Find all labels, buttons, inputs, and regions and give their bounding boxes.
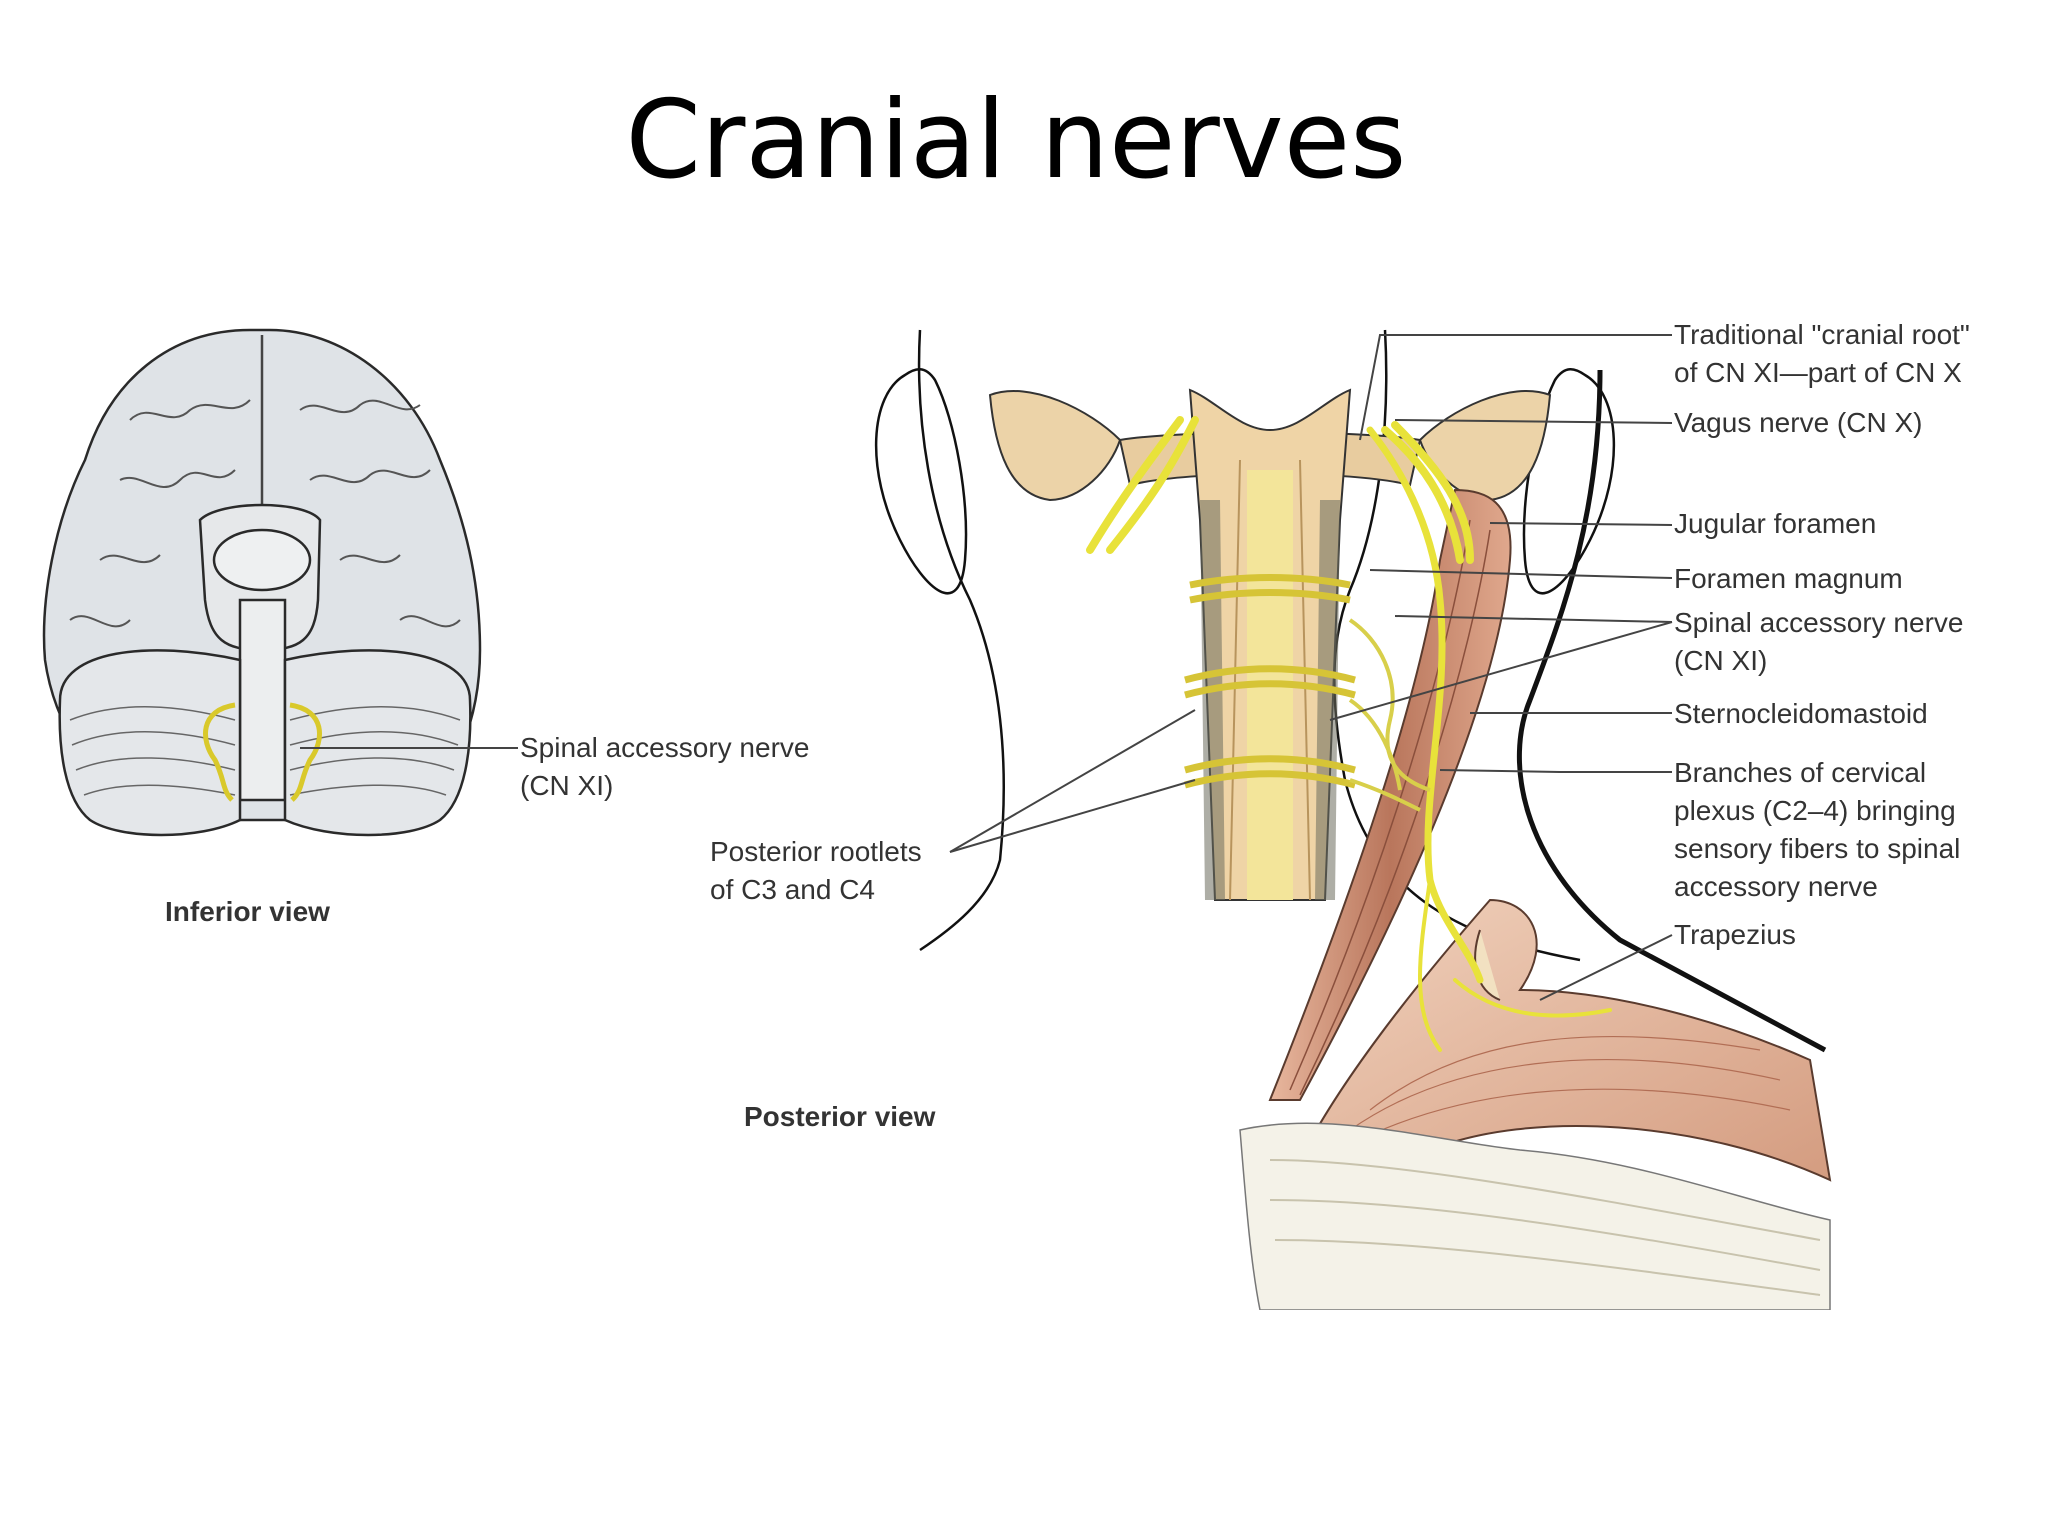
label-spinal-accessory-posterior: Spinal accessory nerve (CN XI) bbox=[1674, 604, 1963, 680]
label-posterior-rootlets: Posterior rootlets of C3 and C4 bbox=[710, 833, 922, 909]
label-line: Traditional "cranial root" bbox=[1674, 319, 1970, 350]
posterior-view-caption: Posterior view bbox=[744, 1101, 936, 1132]
label-line: Posterior rootlets bbox=[710, 836, 922, 867]
inferior-view-caption: Inferior view bbox=[165, 896, 330, 927]
anatomy-illustration bbox=[42, 328, 1832, 1310]
back-skin-region bbox=[1239, 1122, 1831, 1310]
cn-xi-and-vagus-nerves bbox=[1086, 416, 1612, 1052]
label-line: (CN XI) bbox=[520, 770, 614, 801]
label-line: sensory fibers to spinal bbox=[1674, 833, 1961, 864]
label-spinal-accessory-inferior: Spinal accessory nerve (CN XI) bbox=[520, 729, 809, 805]
label-line: Spinal accessory nerve bbox=[520, 732, 810, 763]
cervical-plexus-branches bbox=[1348, 618, 1431, 812]
brain-inferior-view bbox=[42, 328, 482, 837]
label-trapezius: Trapezius bbox=[1674, 919, 1796, 950]
label-line: Spinal accessory nerve bbox=[1674, 607, 1964, 638]
label-jugular-foramen: Jugular foramen bbox=[1674, 508, 1877, 539]
anatomy-figure: Spinal accessory nerve (CN XI) Inferior … bbox=[0, 300, 2048, 1310]
ear-outlines bbox=[875, 368, 1615, 595]
label-cervical-plexus: Branches of cervical plexus (C2–4) bring… bbox=[1674, 754, 1960, 906]
label-line: accessory nerve bbox=[1674, 871, 1878, 902]
label-vagus-nerve: Vagus nerve (CN X) bbox=[1674, 407, 1923, 438]
label-line: of C3 and C4 bbox=[710, 874, 875, 905]
label-line: of CN XI—part of CN X bbox=[1674, 357, 1962, 388]
slide-title: Cranial nerves bbox=[625, 78, 1407, 203]
label-foramen-magnum: Foramen magnum bbox=[1674, 563, 1903, 594]
label-pointer-lines bbox=[949, 334, 1673, 1001]
label-cranial-root: Traditional "cranial root" of CN XI—part… bbox=[1674, 316, 1970, 392]
trapezius-muscle bbox=[1298, 898, 1832, 1182]
label-line: (CN XI) bbox=[1674, 645, 1768, 676]
label-line: Branches of cervical bbox=[1674, 757, 1927, 788]
label-line: plexus (C2–4) bringing bbox=[1674, 795, 1956, 826]
spinal-cord bbox=[1184, 388, 1356, 901]
label-sternocleidomastoid: Sternocleidomastoid bbox=[1674, 698, 1928, 729]
